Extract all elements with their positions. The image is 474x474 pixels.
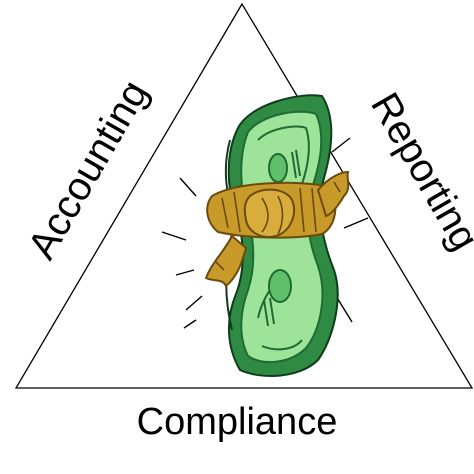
label-compliance: Compliance: [136, 401, 338, 443]
triangle-outline: [14, 2, 474, 389]
bill-details: [257, 125, 310, 351]
money-bundle-illustration: [161, 94, 369, 377]
rope-tail-right: [316, 170, 350, 218]
rope-twists: [215, 181, 341, 271]
rope-tail-left: [204, 234, 248, 288]
rope-knot: [243, 188, 295, 238]
label-accounting: Accounting: [20, 73, 157, 266]
